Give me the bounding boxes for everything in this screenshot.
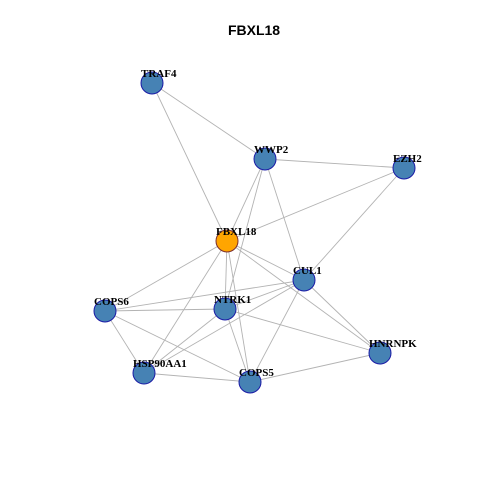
diagram-title: FBXL18 <box>228 22 280 38</box>
edge-ezh2-cul1 <box>303 167 405 281</box>
node-wwp2[interactable] <box>253 147 277 171</box>
node-label-hsp90aa1: HSP90AA1 <box>133 358 187 370</box>
edge-fbxl18-cops5 <box>226 240 251 383</box>
node-label-fbxl18: FBXL18 <box>216 226 257 238</box>
edge-cops6-ntrk1 <box>104 308 226 312</box>
node-hnrnpk[interactable] <box>368 341 392 365</box>
edge-wwp2-cul1 <box>264 158 305 281</box>
edge-ntrk1-cops5 <box>224 308 251 383</box>
node-traf4[interactable] <box>140 71 164 95</box>
node-fbxl18[interactable] <box>215 229 239 253</box>
edge-cul1-cops6 <box>104 279 305 312</box>
node-ezh2[interactable] <box>392 156 416 180</box>
edge-cul1-cops5 <box>249 279 305 383</box>
node-label-hnrnpk: HNRNPK <box>369 338 417 350</box>
node-hsp90aa1[interactable] <box>132 361 156 385</box>
edge-fbxl18-cops6 <box>104 240 228 312</box>
edge-fbxl18-cul1 <box>226 240 305 281</box>
node-cops6[interactable] <box>93 299 117 323</box>
edge-cul1-hnrnpk <box>303 279 381 354</box>
node-label-traf4: TRAF4 <box>141 68 177 80</box>
node-label-cul1: CUL1 <box>293 265 322 277</box>
edge-fbxl18-hsp90aa1 <box>143 240 228 374</box>
edge-ezh2-fbxl18 <box>226 167 405 242</box>
edge-traf4-wwp2 <box>151 82 266 160</box>
edge-hnrnpk-cops5 <box>249 352 381 383</box>
edge-cops6-hsp90aa1 <box>104 310 145 374</box>
edge-cul1-hsp90aa1 <box>143 279 305 374</box>
node-cul1[interactable] <box>292 268 316 292</box>
node-label-cops5: COPS5 <box>239 367 274 379</box>
edge-traf4-fbxl18 <box>151 82 228 242</box>
edge-fbxl18-hnrnpk <box>226 240 381 354</box>
edge-wwp2-fbxl18 <box>226 158 266 242</box>
node-label-ezh2: EZH2 <box>393 153 422 165</box>
nodes-layer <box>93 71 416 394</box>
edge-ntrk1-hnrnpk <box>224 308 381 354</box>
node-label-wwp2: WWP2 <box>254 144 289 156</box>
edge-ntrk1-hsp90aa1 <box>143 308 226 374</box>
edge-hsp90aa1-cops5 <box>143 372 251 383</box>
node-label-cops6: COPS6 <box>94 296 129 308</box>
node-ntrk1[interactable] <box>213 297 237 321</box>
edges-layer <box>104 82 405 383</box>
edge-cul1-ntrk1 <box>224 279 305 310</box>
edge-wwp2-ezh2 <box>264 158 405 169</box>
node-label-ntrk1: NTRK1 <box>214 294 251 306</box>
node-cops5[interactable] <box>238 370 262 394</box>
